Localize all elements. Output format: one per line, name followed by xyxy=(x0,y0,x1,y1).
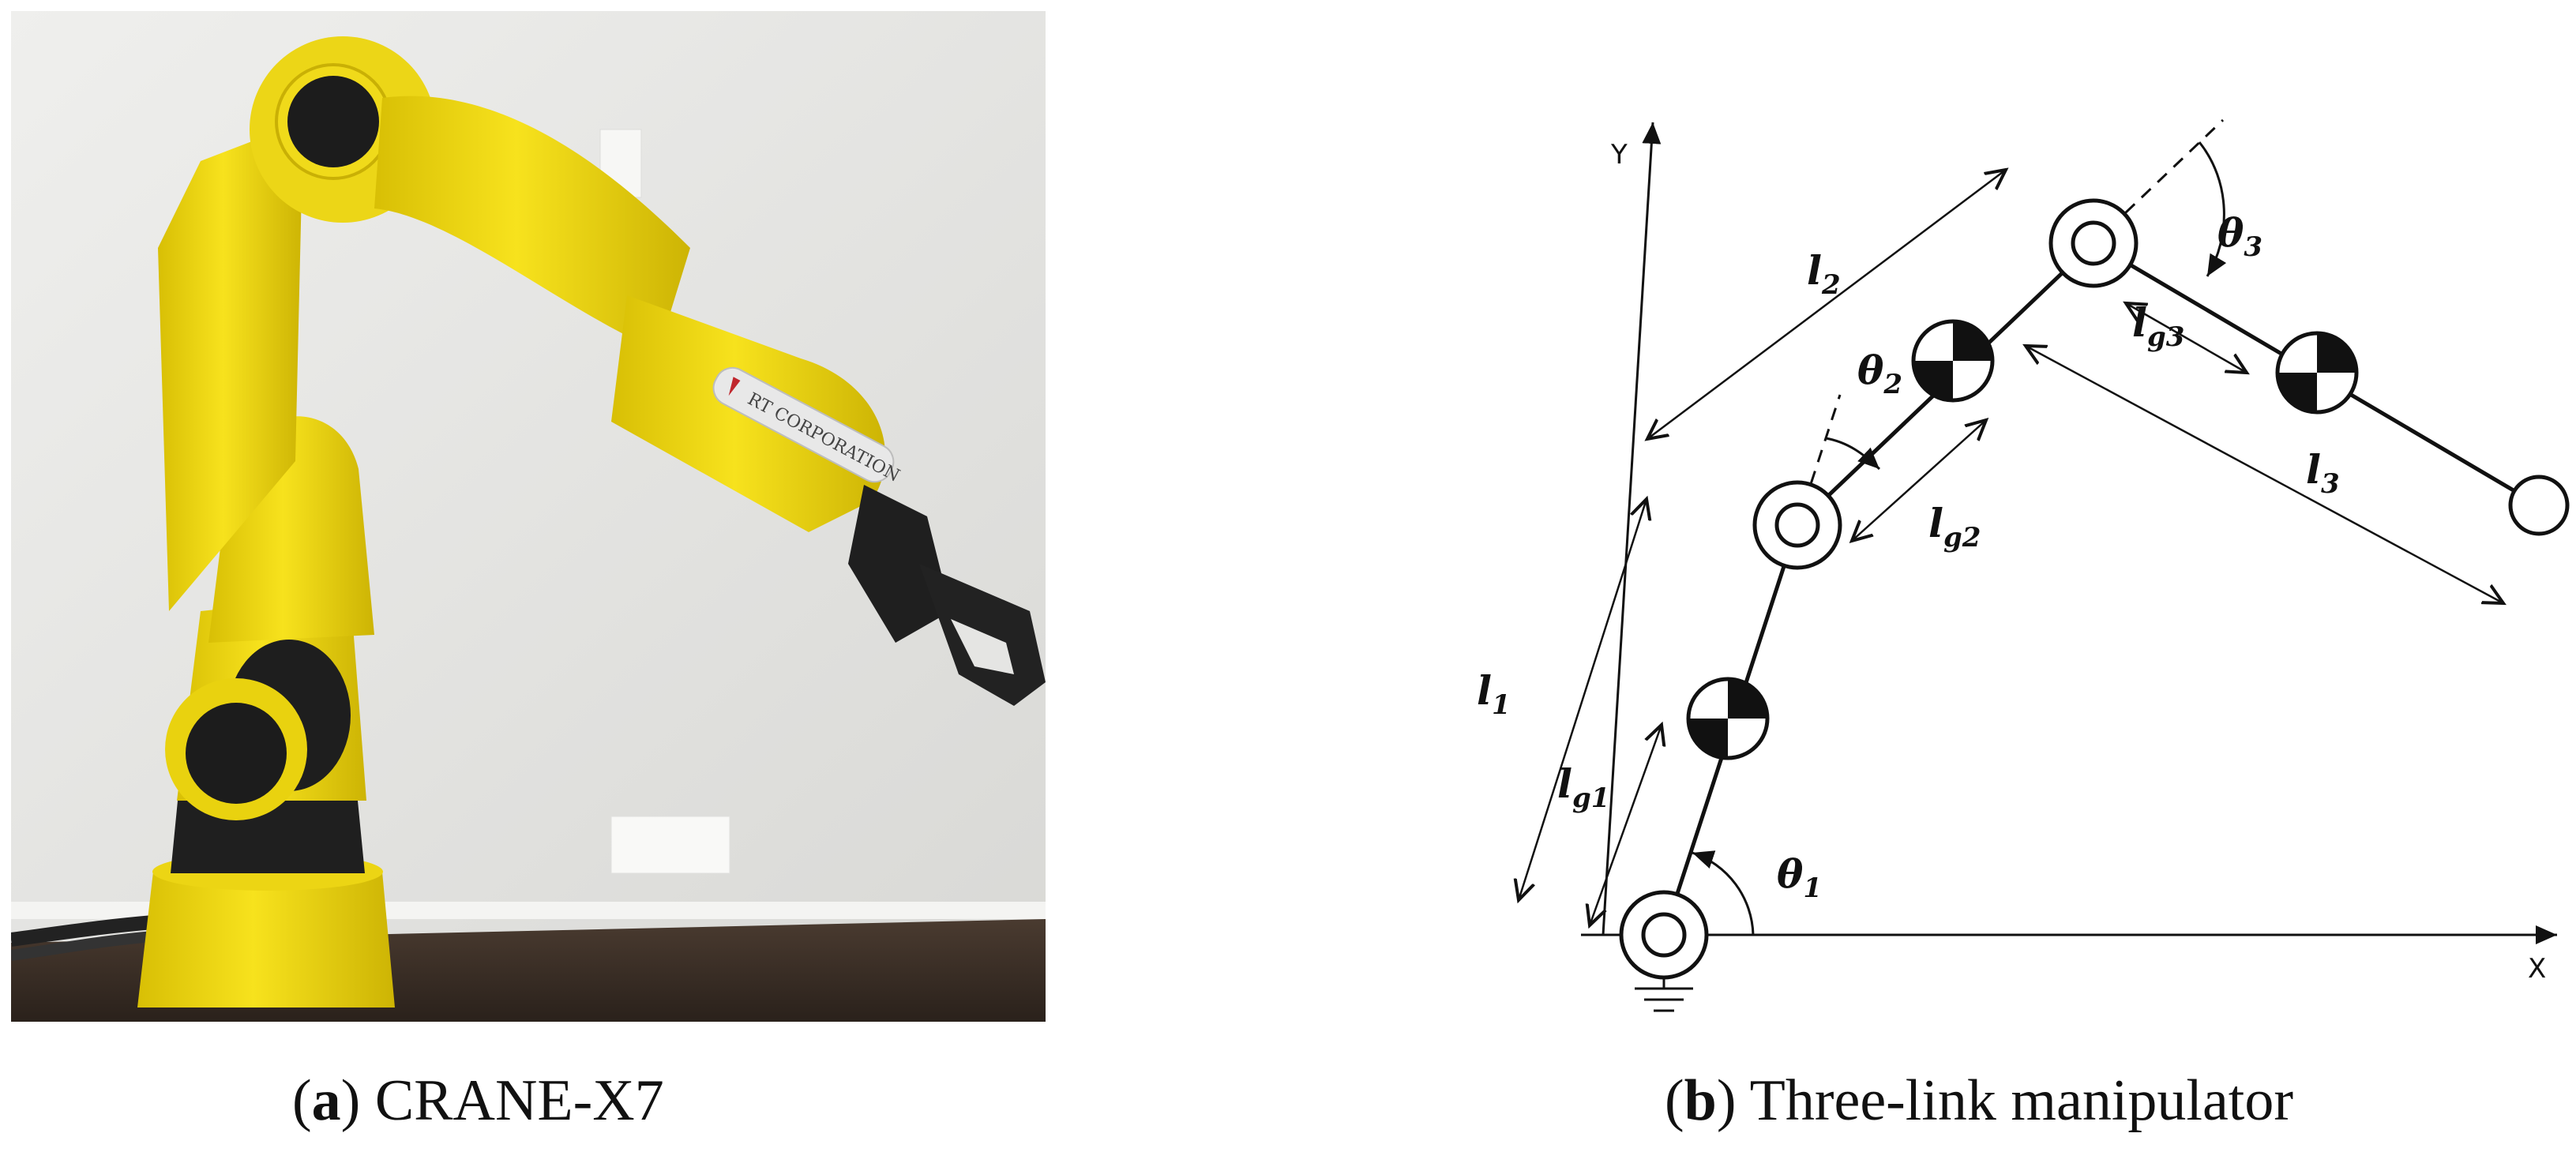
angle-arc-theta1 xyxy=(1692,850,1755,936)
label-l2: l2 xyxy=(1807,247,1841,301)
center-of-mass-2 xyxy=(1911,319,1995,403)
joint-1 xyxy=(1619,890,1709,980)
caption-b: (b) Three-link manipulator xyxy=(1665,1068,2293,1133)
diagram-panel: X Y xyxy=(1374,0,2576,1042)
caption-a-letter: a xyxy=(311,1068,341,1133)
cable xyxy=(9,915,154,947)
y-axis xyxy=(1602,122,1662,936)
photo-panel: RT CORPORATION xyxy=(9,11,1046,1022)
caption-b-letter: b xyxy=(1684,1068,1717,1133)
caption-a-text: CRANE-X7 xyxy=(360,1068,664,1133)
label-theta3: θ3 xyxy=(2217,209,2262,263)
gripper-jaw-inner xyxy=(951,619,1014,674)
label-lg2: lg2 xyxy=(1928,500,1981,553)
gripper-body xyxy=(848,485,951,643)
caption-b-text: Three-link manipulator xyxy=(1736,1068,2293,1133)
label-l3: l3 xyxy=(2306,446,2340,500)
dim-l1 xyxy=(1519,499,1647,900)
dim-l2 xyxy=(1647,170,2006,439)
logo-mark xyxy=(728,377,741,396)
label-lg1: lg1 xyxy=(1557,760,1609,814)
wall-foam-bottom xyxy=(610,816,730,874)
arm-joint-top-inner xyxy=(287,76,379,167)
manipulator-diagram: X Y xyxy=(1477,118,2570,1012)
cable xyxy=(10,931,154,961)
caption-a: (a) CRANE-X7 xyxy=(292,1068,664,1133)
y-axis-label: Y xyxy=(1610,139,1628,171)
dim-lg1 xyxy=(1590,725,1662,925)
dim-l3 xyxy=(2026,346,2503,603)
angle-arc-theta3 xyxy=(2198,141,2227,277)
x-axis-label: X xyxy=(2528,953,2546,985)
center-of-mass-3 xyxy=(2275,331,2359,415)
label-lg3: lg3 xyxy=(2132,299,2184,353)
center-of-mass-1 xyxy=(1686,677,1770,760)
dim-lg2 xyxy=(1852,420,1986,541)
arm-forearm xyxy=(374,96,690,351)
arm-upper-link xyxy=(158,122,303,611)
joint-3 xyxy=(2048,198,2139,288)
label-l1: l1 xyxy=(1477,667,1511,721)
label-theta2: θ2 xyxy=(1857,347,1902,400)
robot-arm-photo: RT CORPORATION xyxy=(9,11,1046,1022)
angle-arc-theta2 xyxy=(1825,437,1881,471)
end-effector xyxy=(2508,475,2570,536)
arm-joint-lower-cap-inner xyxy=(186,703,287,804)
arm-base xyxy=(137,872,395,1008)
joint-2 xyxy=(1752,480,1842,570)
label-theta1: θ1 xyxy=(1777,850,1822,904)
